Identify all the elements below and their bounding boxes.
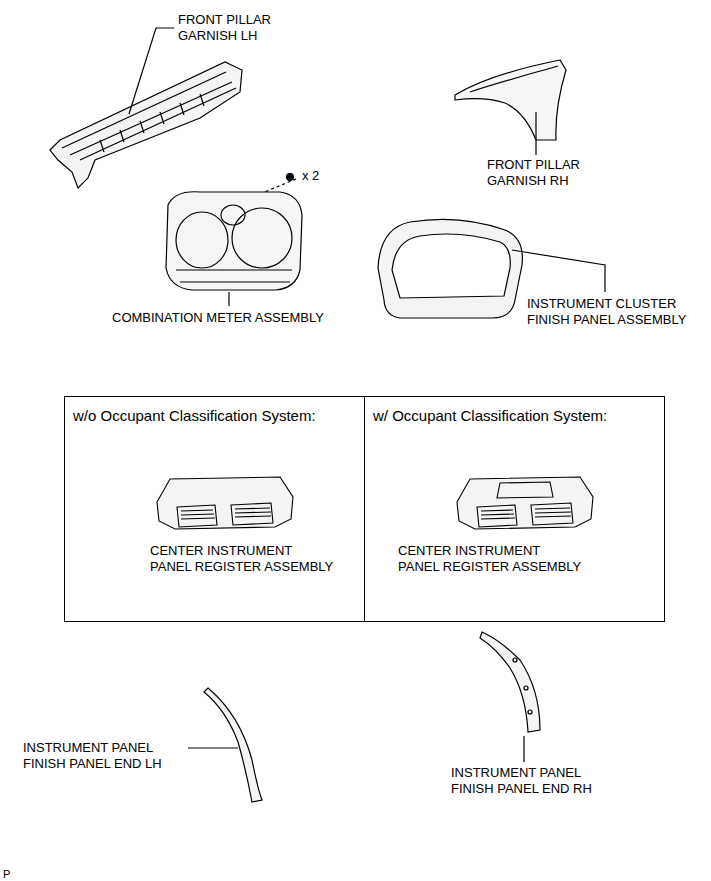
part-name: CENTER INSTRUMENT PANEL REGISTER ASSEMBL… xyxy=(398,543,583,575)
register-illustration xyxy=(365,397,663,620)
part-name: FRONT PILLAR GARNISH RH xyxy=(487,157,597,189)
part-name: INSTRUMENT PANEL FINISH PANEL END RH xyxy=(451,765,616,797)
variant-box: w/o Occupant Classification System: CENTE… xyxy=(64,396,365,622)
variant-box: w/ Occupant Classification System: CENTER… xyxy=(364,396,665,622)
part-name: INSTRUMENT PANEL FINISH PANEL END LH xyxy=(23,740,188,772)
quantity-note: x 2 xyxy=(302,168,319,184)
variant-heading: w/ Occupant Classification System: xyxy=(373,407,607,425)
part-name: FRONT PILLAR GARNISH LH xyxy=(178,12,288,44)
part-name: CENTER INSTRUMENT PANEL REGISTER ASSEMBL… xyxy=(150,543,335,575)
variant-heading: w/o Occupant Classification System: xyxy=(73,407,316,425)
register-illustration xyxy=(65,397,363,620)
page-mark: P xyxy=(3,866,10,881)
part-name: INSTRUMENT CLUSTER FINISH PANEL ASSEMBLY xyxy=(527,296,702,328)
part-name: COMBINATION METER ASSEMBLY xyxy=(112,310,324,326)
